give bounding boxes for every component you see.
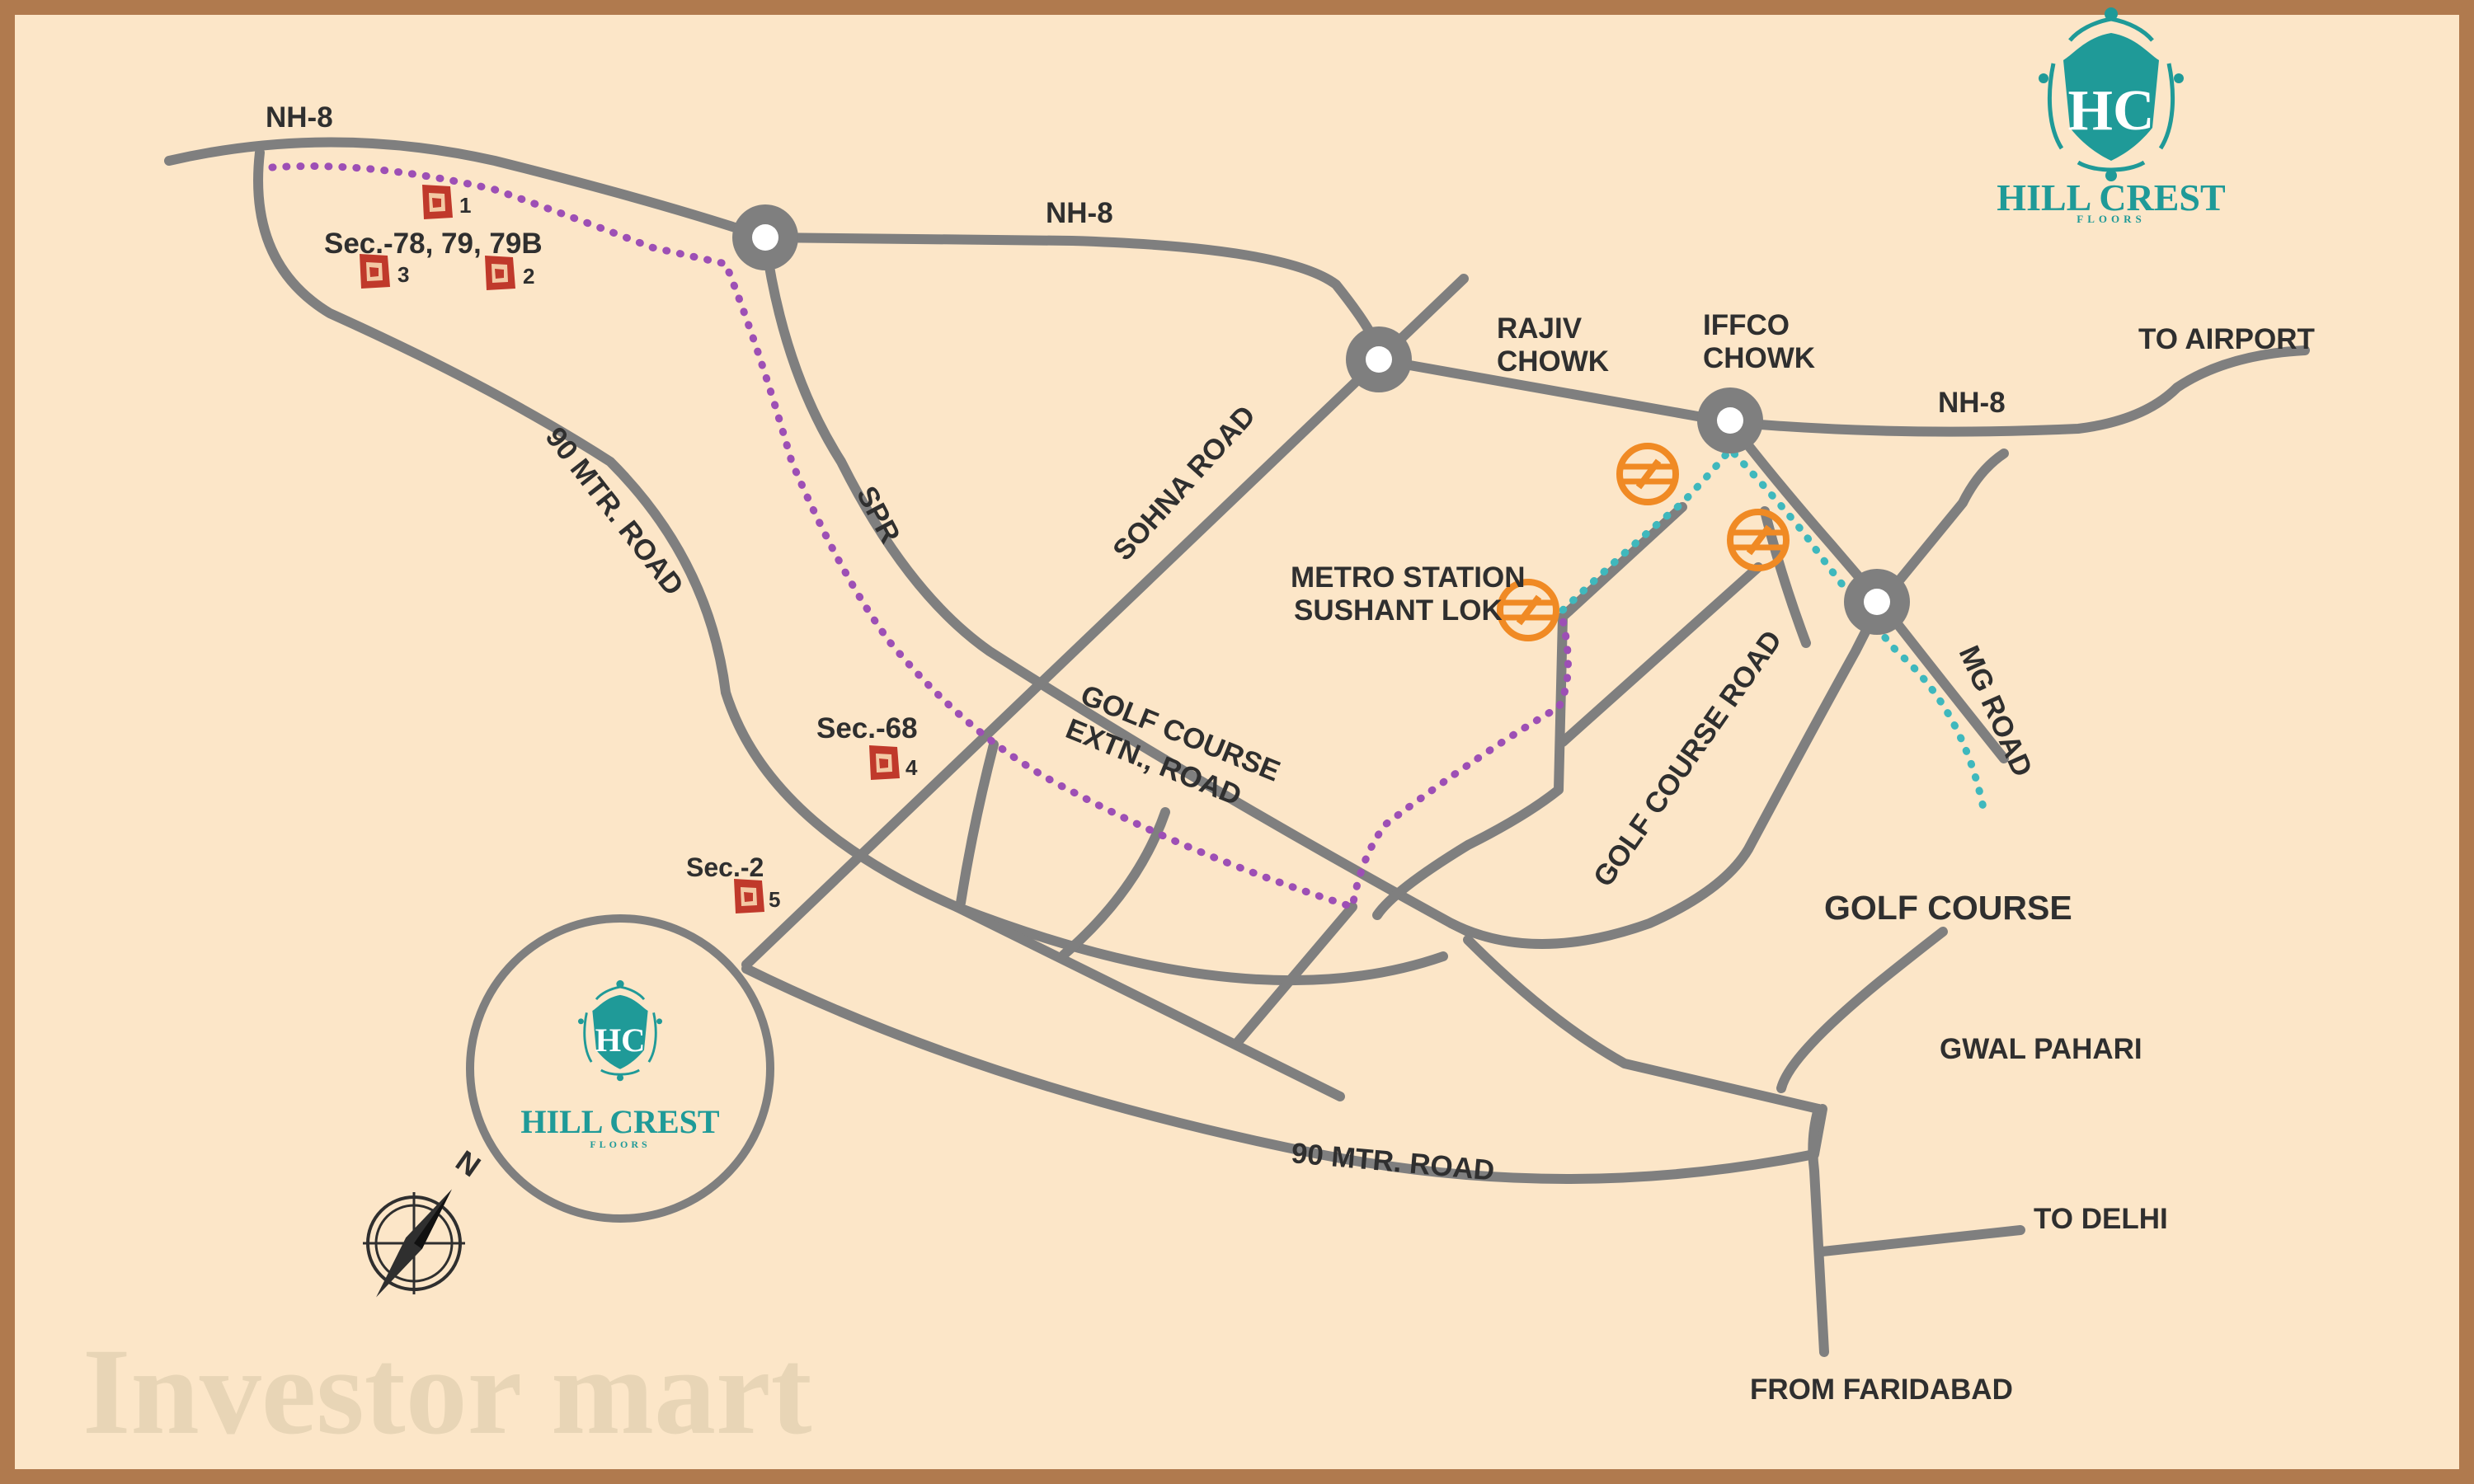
road-golf-course <box>1446 598 1885 949</box>
roundabout-icon <box>1844 569 1910 635</box>
project-logo-sub: FLOORS <box>590 1139 650 1150</box>
road-golf-course-extn <box>952 902 1345 1101</box>
label-rajiv-chowk-1: RAJIV <box>1497 312 1583 345</box>
marker-label: 3 <box>397 262 409 287</box>
road-south-link <box>1463 935 1823 1114</box>
label-iffco-chowk-1: IFFCO <box>1703 309 1790 341</box>
road-golf-course-area <box>1776 927 1948 1093</box>
road-nh8 <box>164 137 2310 437</box>
road-iffco-link <box>1760 506 1811 648</box>
road-label-to-airport: TO AIRPORT <box>2138 323 2315 355</box>
road-sushant-lok-2 <box>1558 562 1763 747</box>
site-marker-icon <box>734 879 764 913</box>
site-marker-icon <box>869 745 900 780</box>
marker-label: 1 <box>459 193 471 218</box>
road-label-nh8-west: NH-8 <box>266 101 333 134</box>
label-rajiv-chowk-2: CHOWK <box>1497 345 1609 378</box>
road-link-1 <box>956 740 999 908</box>
marker-label: 2 <box>523 264 534 289</box>
label-sushant-lok: SUSHANT LOK <box>1294 594 1503 627</box>
road-link-3 <box>1232 902 1357 1048</box>
svg-text:HC: HC <box>595 1021 646 1059</box>
label-sector-78: Sec.-78, 79, 79B <box>324 228 543 260</box>
label-from-faridabad: FROM FARIDABAD <box>1750 1374 2013 1406</box>
road-90mtr-south <box>741 964 1827 1184</box>
brand-logo-sub: FLOORS <box>2077 213 2145 225</box>
road-network <box>164 137 2310 1357</box>
svg-text:HC: HC <box>2068 79 2155 143</box>
site-marker-icon <box>485 256 515 290</box>
road-label-nh8-east: NH-8 <box>1938 387 2006 419</box>
roundabout-icon <box>1346 326 1412 392</box>
road-delhi <box>1818 1225 2025 1256</box>
road-sohna <box>741 274 1469 970</box>
label-to-delhi: TO DELHI <box>2034 1203 2168 1235</box>
label-gwal-pahari: GWAL PAHARI <box>1940 1033 2142 1065</box>
brand-logo-name: HILL CREST <box>1997 176 2225 218</box>
marker-label: 5 <box>769 887 780 912</box>
label-sector-68: Sec.-68 <box>816 712 918 744</box>
dotted-route <box>268 162 1572 912</box>
site-marker-icon <box>422 185 453 219</box>
label-sector-2: Sec.-2 <box>686 852 764 882</box>
road-label-nh8-center: NH-8 <box>1046 197 1113 229</box>
label-iffco-chowk-2: CHOWK <box>1703 342 1815 374</box>
roundabout-icon <box>1697 387 1763 453</box>
marker-label: 4 <box>905 755 918 780</box>
road-nh8-spur <box>253 148 1448 986</box>
road-mg-north <box>1884 448 2009 599</box>
road-faridabad <box>1808 1104 1829 1357</box>
road-sushant-lok <box>1372 502 1687 920</box>
label-golf-course: GOLF COURSE <box>1824 889 2072 927</box>
project-logo-icon: HC <box>576 979 664 1082</box>
watermark: Investor mart <box>82 1323 812 1460</box>
road-link-2 <box>1059 807 1170 960</box>
project-logo-name: HILL CREST <box>520 1103 720 1140</box>
brand-logo-icon: HC <box>2039 7 2184 181</box>
metro-line <box>1559 444 1987 812</box>
label-metro-station: METRO STATION <box>1291 561 1526 594</box>
roundabout-icon <box>732 204 798 270</box>
road-spr <box>760 236 1473 937</box>
